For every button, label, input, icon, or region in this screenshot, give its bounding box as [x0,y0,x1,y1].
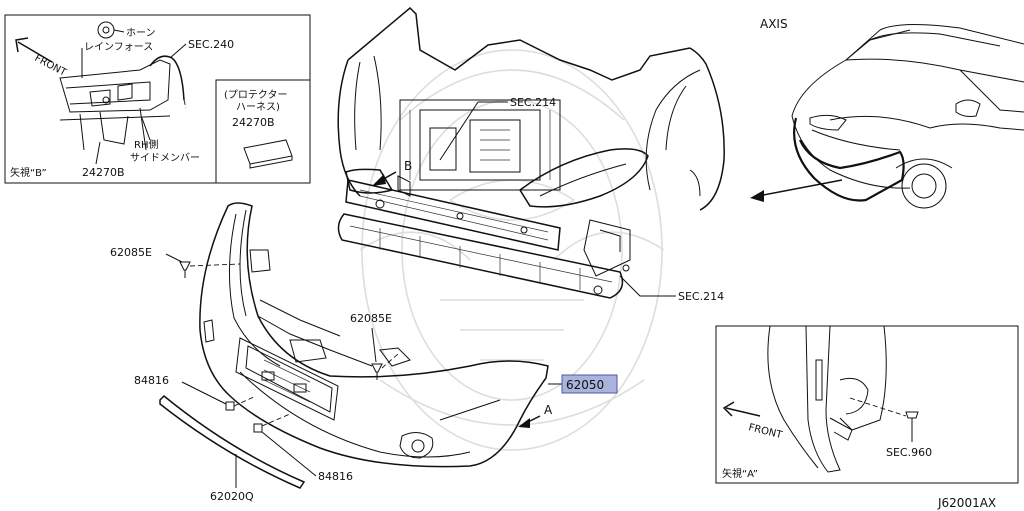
detail-b-box: FRONT ホーン レインフォース SEC.240 [4,14,311,184]
view-a-marker: A [544,403,553,417]
view-a-arrow-icon [518,415,541,428]
clip-84816-lower-icon [253,413,317,477]
detail-a-front-arrow-icon [722,401,761,417]
part-62050-highlight[interactable] [561,374,618,394]
sec214-bottom-label: SEC.214 [678,290,724,303]
horn-label: ホーン [126,27,156,39]
protector-line2: ハーネス) [236,101,280,113]
clip-62085e-left-icon [165,253,241,278]
part-24270b-lower: 24270B [82,166,125,179]
detail-b-front-label: FRONT [33,53,69,79]
axis-label: AXIS [760,17,788,31]
protector-line1: (プロテクター [224,89,288,101]
screw-icon [905,411,919,428]
part-84816-lower: 84816 [318,470,353,483]
detail-a-box: FRONT SEC.960 矢視“A” [715,325,1019,484]
detail-a-view-label: 矢視“A” [722,467,758,480]
molding-strip [159,394,306,489]
view-b-arrow-icon [372,171,397,186]
body-assembly: B SEC.214 SEC.214 [337,6,725,303]
sec214-top-label: SEC.214 [510,96,556,109]
part-62050[interactable]: 62050 [566,378,604,392]
detail-a-front-label: FRONT [747,422,784,441]
part-62020q: 62020Q [210,490,254,503]
side-member-label: サイドメンバー [130,152,200,164]
detail-b-view-label: 矢視“B” [10,166,47,179]
axis-arrow-icon [750,179,843,202]
reinforce-label: レインフォース [84,42,153,53]
detail-b-sec-label: SEC.240 [188,38,234,51]
diagram-id: J62001AX [937,496,996,510]
part-84816-upper: 84816 [134,374,169,387]
front-arrow-icon [15,37,53,63]
detail-a-sec-label: SEC.960 [886,446,932,459]
part-24270b-box: 24270B [232,116,275,129]
view-b-marker: B [404,159,412,173]
part-62085e-center: 62085E [350,312,392,325]
detail-b-structure [59,55,187,151]
horn-icon [97,21,125,39]
part-62085e-left: 62085E [110,246,152,259]
axis-car-view: AXIS [750,17,1024,209]
clip-62085e-center-icon [371,327,399,380]
protector-pad-icon [243,139,293,169]
bumper-fascia [199,202,549,468]
rh-label: RH側 [134,138,158,151]
clip-84816-upper-icon [181,381,257,411]
